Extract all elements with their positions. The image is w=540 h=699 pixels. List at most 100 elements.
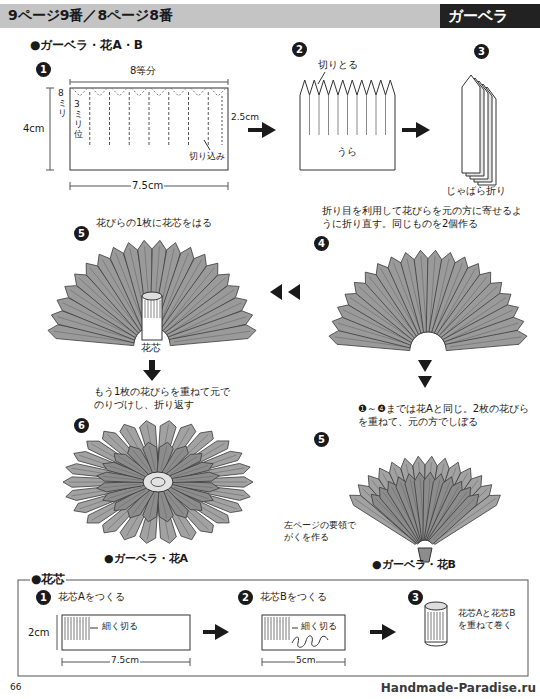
fringe-cut	[283, 617, 284, 640]
cut-guide	[112, 88, 128, 96]
fringe-cut	[65, 617, 66, 640]
figure-title: ●ガーベラ・花B	[372, 558, 456, 572]
part-label: 花芯	[140, 341, 162, 354]
header-band: 9ページ9番／8ページ8番	[0, 4, 440, 28]
fringe-cut	[280, 617, 281, 640]
step-arrow	[418, 360, 432, 372]
core-cylinder	[142, 296, 162, 340]
cut-line	[89, 92, 90, 145]
dimension-label: 5cm	[295, 655, 316, 667]
core-fringe	[148, 300, 149, 318]
step-number: 5	[74, 226, 89, 241]
core-paper	[62, 615, 190, 650]
leader-line	[292, 628, 298, 629]
petal	[143, 442, 159, 473]
fringe-cut	[431, 612, 432, 640]
fringe-cut	[428, 612, 429, 640]
step-number: 4	[314, 236, 329, 251]
instruction-text: ❶～❹までは花Aと同じ。2枚の花びらを重ねて、元の方でしぼる	[358, 402, 534, 428]
step-arrow	[270, 284, 282, 300]
cut-guide	[92, 88, 108, 96]
step-arrow	[418, 376, 432, 388]
pleat	[462, 75, 480, 173]
petal	[171, 472, 219, 482]
petal-fold	[149, 446, 155, 470]
cut-line	[357, 95, 358, 135]
fringe-cut	[86, 617, 87, 640]
figure-title: ●ガーベラ・花A	[104, 552, 188, 566]
dimension-label: 7.5cm	[110, 655, 140, 667]
cut-guide	[151, 88, 167, 96]
fringe-cut	[68, 617, 69, 640]
instruction-text: 折り目を利用して花びらを元の方に寄せるように折り直す。同じものを2個作る	[322, 204, 527, 230]
step-title: 花芯Bをつくる	[260, 590, 327, 603]
petal-fold	[450, 337, 521, 347]
dimension-tick	[345, 658, 346, 666]
cut-line	[366, 95, 367, 135]
dimension-label: 7.5cm	[131, 179, 164, 192]
cut-line	[385, 95, 386, 135]
step-number: 5	[314, 432, 329, 447]
division-line	[70, 82, 228, 83]
leader-line	[204, 140, 210, 150]
cut-guide	[171, 88, 187, 96]
note-label: じゃばら折り	[446, 184, 506, 197]
cut-line	[376, 95, 377, 135]
dimension-tick	[62, 658, 63, 666]
note-label: 切り込み	[188, 151, 226, 163]
rolled-core-top	[425, 602, 447, 610]
step-arrow	[288, 284, 300, 300]
cut-guide	[131, 88, 147, 96]
band-title: 9ページ9番／8ページ8番	[8, 7, 173, 25]
petal-fold	[421, 256, 426, 328]
petal	[169, 325, 256, 346]
instruction-text: 花びらの1枚に花芯をはる	[96, 216, 212, 229]
cut-line	[109, 92, 110, 145]
note-label: うら	[336, 145, 358, 158]
leader-line	[90, 628, 98, 629]
core-paper	[262, 615, 345, 650]
section-frame	[18, 580, 528, 676]
fringe-cut	[289, 617, 290, 640]
core-fringe	[145, 300, 146, 318]
core-top	[142, 292, 162, 300]
step-number: 3	[408, 590, 423, 605]
fringe-cut	[271, 617, 272, 640]
core-ring	[151, 478, 165, 487]
step-number: 2	[238, 590, 253, 605]
dimension-tick	[46, 88, 54, 89]
core-fringe	[151, 300, 152, 318]
instruction-text: 左ページの要領でがくを作る	[284, 520, 360, 543]
step-number: 1	[36, 590, 51, 605]
cut-paper	[300, 80, 395, 170]
cut-guide	[210, 88, 226, 96]
step-arrow	[143, 360, 161, 381]
dimension-label: 2.5cm	[231, 112, 259, 124]
note-label: 細く切る	[300, 621, 338, 633]
core-fringe	[154, 300, 155, 318]
step-number: 1	[36, 62, 51, 77]
dimension-line	[50, 88, 51, 170]
fringe-cut	[80, 617, 81, 640]
note-label: 細く切る	[101, 621, 139, 633]
rolled-core-base	[425, 642, 447, 646]
dimension-line	[222, 96, 223, 145]
petal-fold	[161, 494, 167, 518]
watermark: Handmade-Paradise.ru	[381, 681, 536, 697]
fringe-cut	[265, 617, 266, 640]
dimension-line	[57, 615, 58, 650]
fringe-cut	[268, 617, 269, 640]
fringe-cut	[71, 617, 72, 640]
cut-guide	[72, 88, 88, 96]
page-number: 66	[10, 682, 21, 694]
cut-line	[338, 95, 339, 135]
fringe-cut	[74, 617, 75, 640]
step-arrow	[248, 122, 276, 138]
fringe-cut	[77, 617, 78, 640]
title-band: ガーベラ	[440, 4, 540, 28]
cut-line	[149, 92, 150, 145]
dimension-tick	[228, 182, 229, 190]
fringe-cut	[89, 617, 90, 640]
paper-strip	[70, 88, 228, 170]
